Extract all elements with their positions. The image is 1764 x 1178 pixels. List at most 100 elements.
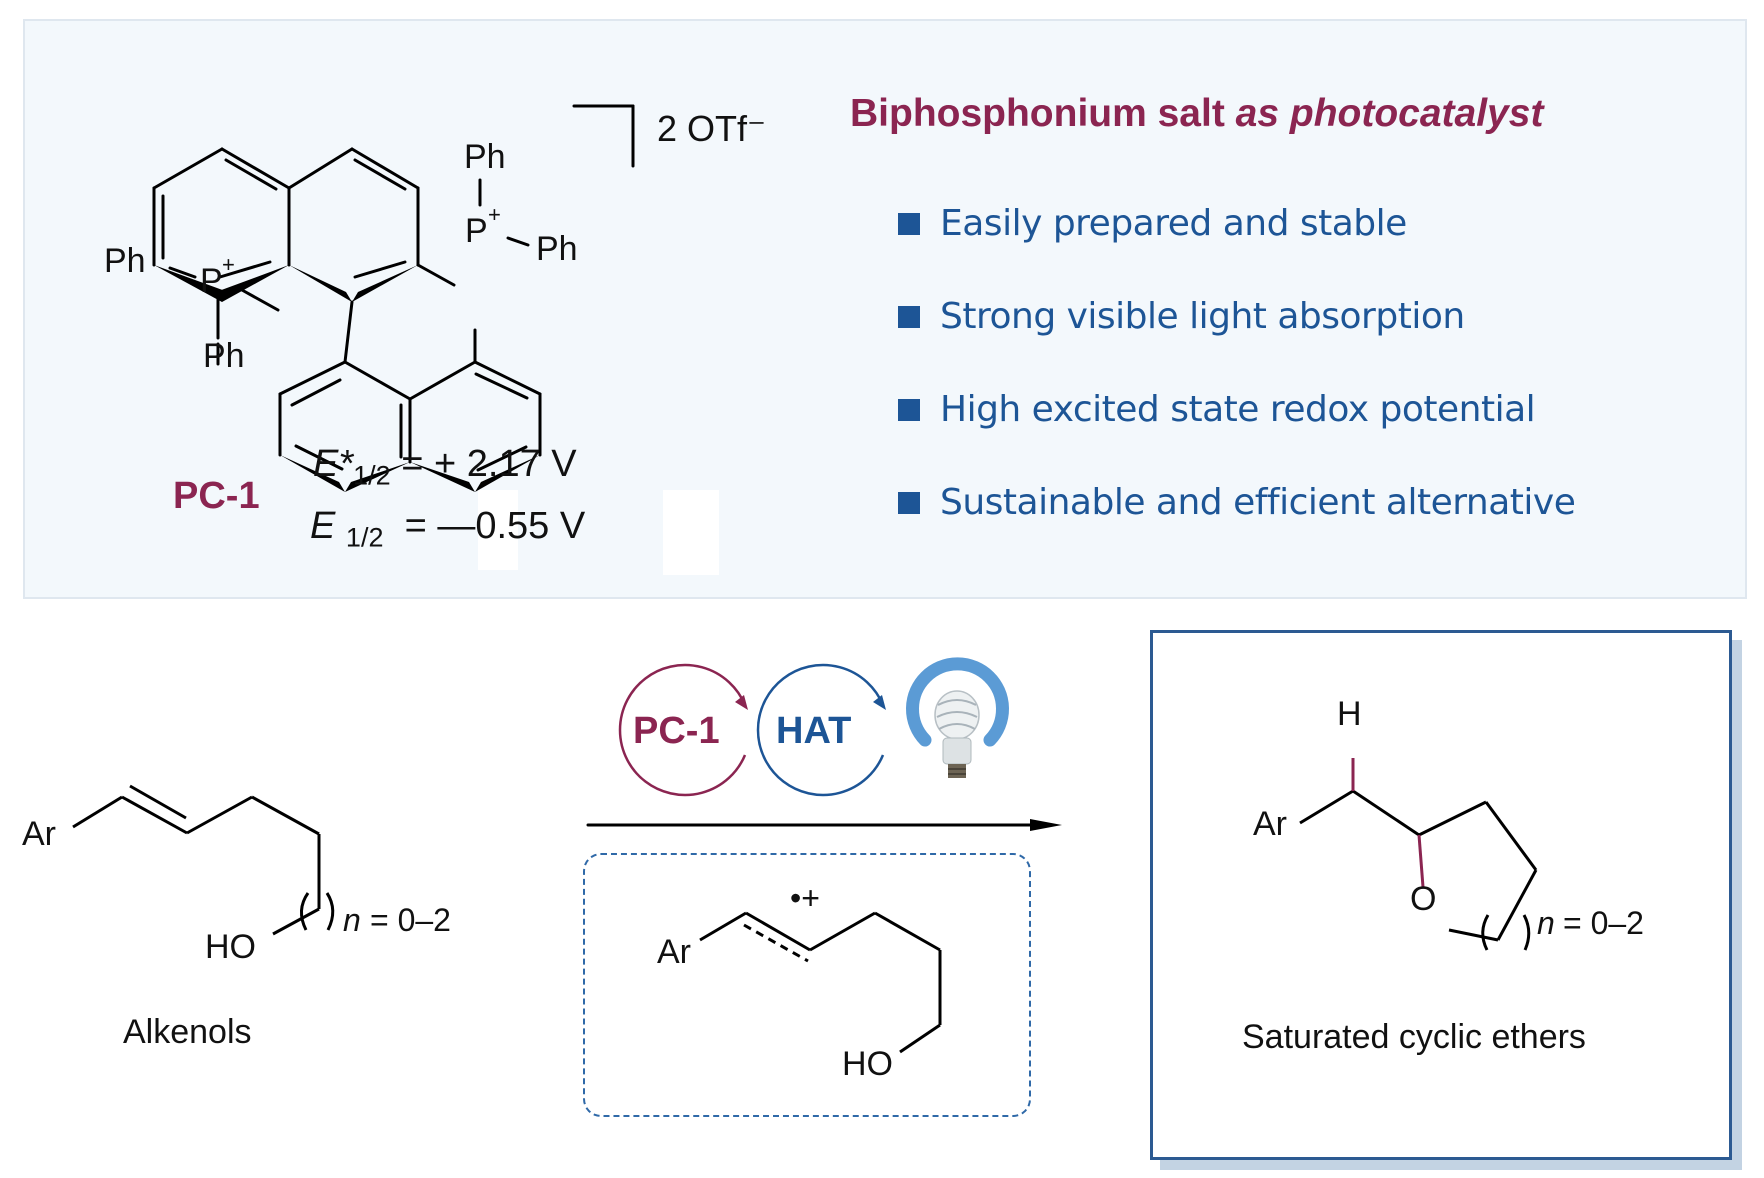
bond [272, 907, 320, 936]
bond [251, 795, 320, 836]
feature-item: High excited state redox potential [898, 371, 1575, 464]
hydrogen-label: H [1337, 695, 1362, 733]
feature-item: Sustainable and efficient alternative [898, 464, 1576, 557]
catalytic-cycles [618, 663, 885, 797]
n-label: n [1537, 905, 1555, 941]
ph-label: Ph [536, 230, 578, 268]
white-artifact [663, 490, 719, 575]
wedge-bond [352, 265, 418, 302]
radical-cation-label: •+ [790, 880, 820, 916]
features-list: Easily prepared and stable Strong visibl… [898, 185, 1576, 557]
feature-item: Strong visible light absorption [898, 278, 1575, 371]
double-bond [353, 158, 407, 191]
bond [899, 1023, 941, 1054]
white-artifact [478, 490, 518, 570]
double-bond [290, 378, 342, 407]
phosphorus-label: P [465, 212, 488, 250]
charge-label: + [222, 252, 235, 277]
bullet-square-icon [898, 398, 920, 421]
alkenol-structure [72, 784, 335, 936]
potential-symbol: E* [313, 443, 354, 485]
potential-symbol: E [310, 505, 336, 547]
aryl-label: Ar [22, 815, 56, 853]
bond [186, 795, 253, 835]
bond [278, 360, 347, 396]
product-name: Saturated cyclic ethers [1242, 1018, 1586, 1056]
light-bulb-icon [906, 657, 1009, 778]
feature-text: Easily prepared and stable [940, 203, 1407, 244]
n-range-label: = 0–2 [370, 902, 451, 938]
aryl-label: Ar [1253, 805, 1287, 843]
hydroxyl-label: HO [205, 928, 256, 966]
bullet-square-icon [898, 491, 920, 514]
bond [343, 360, 412, 401]
potential-value: = + 2.17 V [401, 443, 577, 485]
ground-state-potential: E 1/2 = —0.55 V [310, 505, 585, 554]
bond [809, 911, 876, 952]
wedge-bond [289, 265, 352, 302]
oxygen-label: O [1410, 880, 1437, 918]
wedge-bond [216, 265, 289, 302]
hydroxyl-label: HO [842, 1045, 893, 1083]
bond [699, 911, 747, 942]
partial-bond [743, 923, 809, 963]
features-title: Biphosphonium salt as photocatalyst [850, 92, 1543, 136]
catalyst-name: PC-1 [173, 475, 260, 517]
bond [408, 360, 477, 401]
bond [168, 266, 197, 279]
intermediate-box [583, 853, 1031, 1117]
features-title-italic: as photocatalyst [1235, 92, 1544, 135]
bullet-square-icon [898, 212, 920, 235]
double-bond [218, 260, 272, 279]
product-box [1150, 630, 1732, 1160]
bond [287, 147, 354, 190]
hat-cycle-arrowhead [873, 695, 886, 710]
double-bond [129, 784, 187, 820]
bond [473, 360, 542, 396]
bond [343, 300, 354, 364]
potential-subscript: 1/2 [353, 460, 391, 491]
catalyst-panel [23, 19, 1747, 599]
ph-label: Ph [104, 242, 146, 280]
excited-state-potential: E*1/2 = + 2.17 V [313, 443, 577, 492]
double-bond [224, 158, 278, 191]
bond [745, 911, 811, 952]
charge-label: + [488, 202, 501, 227]
hat-cycle-label: HAT [776, 710, 852, 752]
pc1-cycle-arrowhead [735, 695, 748, 710]
bond [506, 236, 530, 247]
aryl-label: Ar [657, 933, 691, 971]
wedge-bond [475, 455, 540, 492]
hat-cycle-arc [756, 663, 885, 797]
bond [152, 147, 224, 190]
intermediate-structure [699, 911, 942, 1054]
bond [220, 147, 291, 190]
double-bond [294, 444, 344, 471]
double-bond [353, 260, 407, 279]
bullet-square-icon [898, 305, 920, 328]
wedge-bond [154, 265, 228, 302]
double-bond [476, 445, 528, 472]
bond [416, 263, 456, 287]
feature-text: Sustainable and efficient alternative [940, 482, 1576, 523]
features-title-bold: Biphosphonium salt [850, 92, 1225, 135]
bond [240, 288, 280, 312]
ph-label: Ph [464, 138, 506, 176]
phosphorus-label: P [200, 262, 223, 300]
paren-right [325, 892, 335, 931]
potential-subscript: 1/2 [345, 522, 384, 553]
n-range-label: = 0–2 [1563, 905, 1644, 941]
wedge-bond [345, 462, 410, 492]
double-bond [474, 372, 529, 400]
counterion-label: 2 OTf⁻ [657, 108, 767, 149]
potential-value: = —0.55 V [404, 505, 586, 547]
feature-text: High excited state redox potential [940, 389, 1536, 430]
feature-text: Strong visible light absorption [940, 296, 1465, 337]
bond [874, 911, 941, 952]
bond [121, 795, 188, 835]
n-label: n [343, 902, 361, 938]
wedge-bonds [154, 265, 1062, 831]
arrow-head [1030, 819, 1062, 831]
wedge-bond [280, 455, 345, 492]
